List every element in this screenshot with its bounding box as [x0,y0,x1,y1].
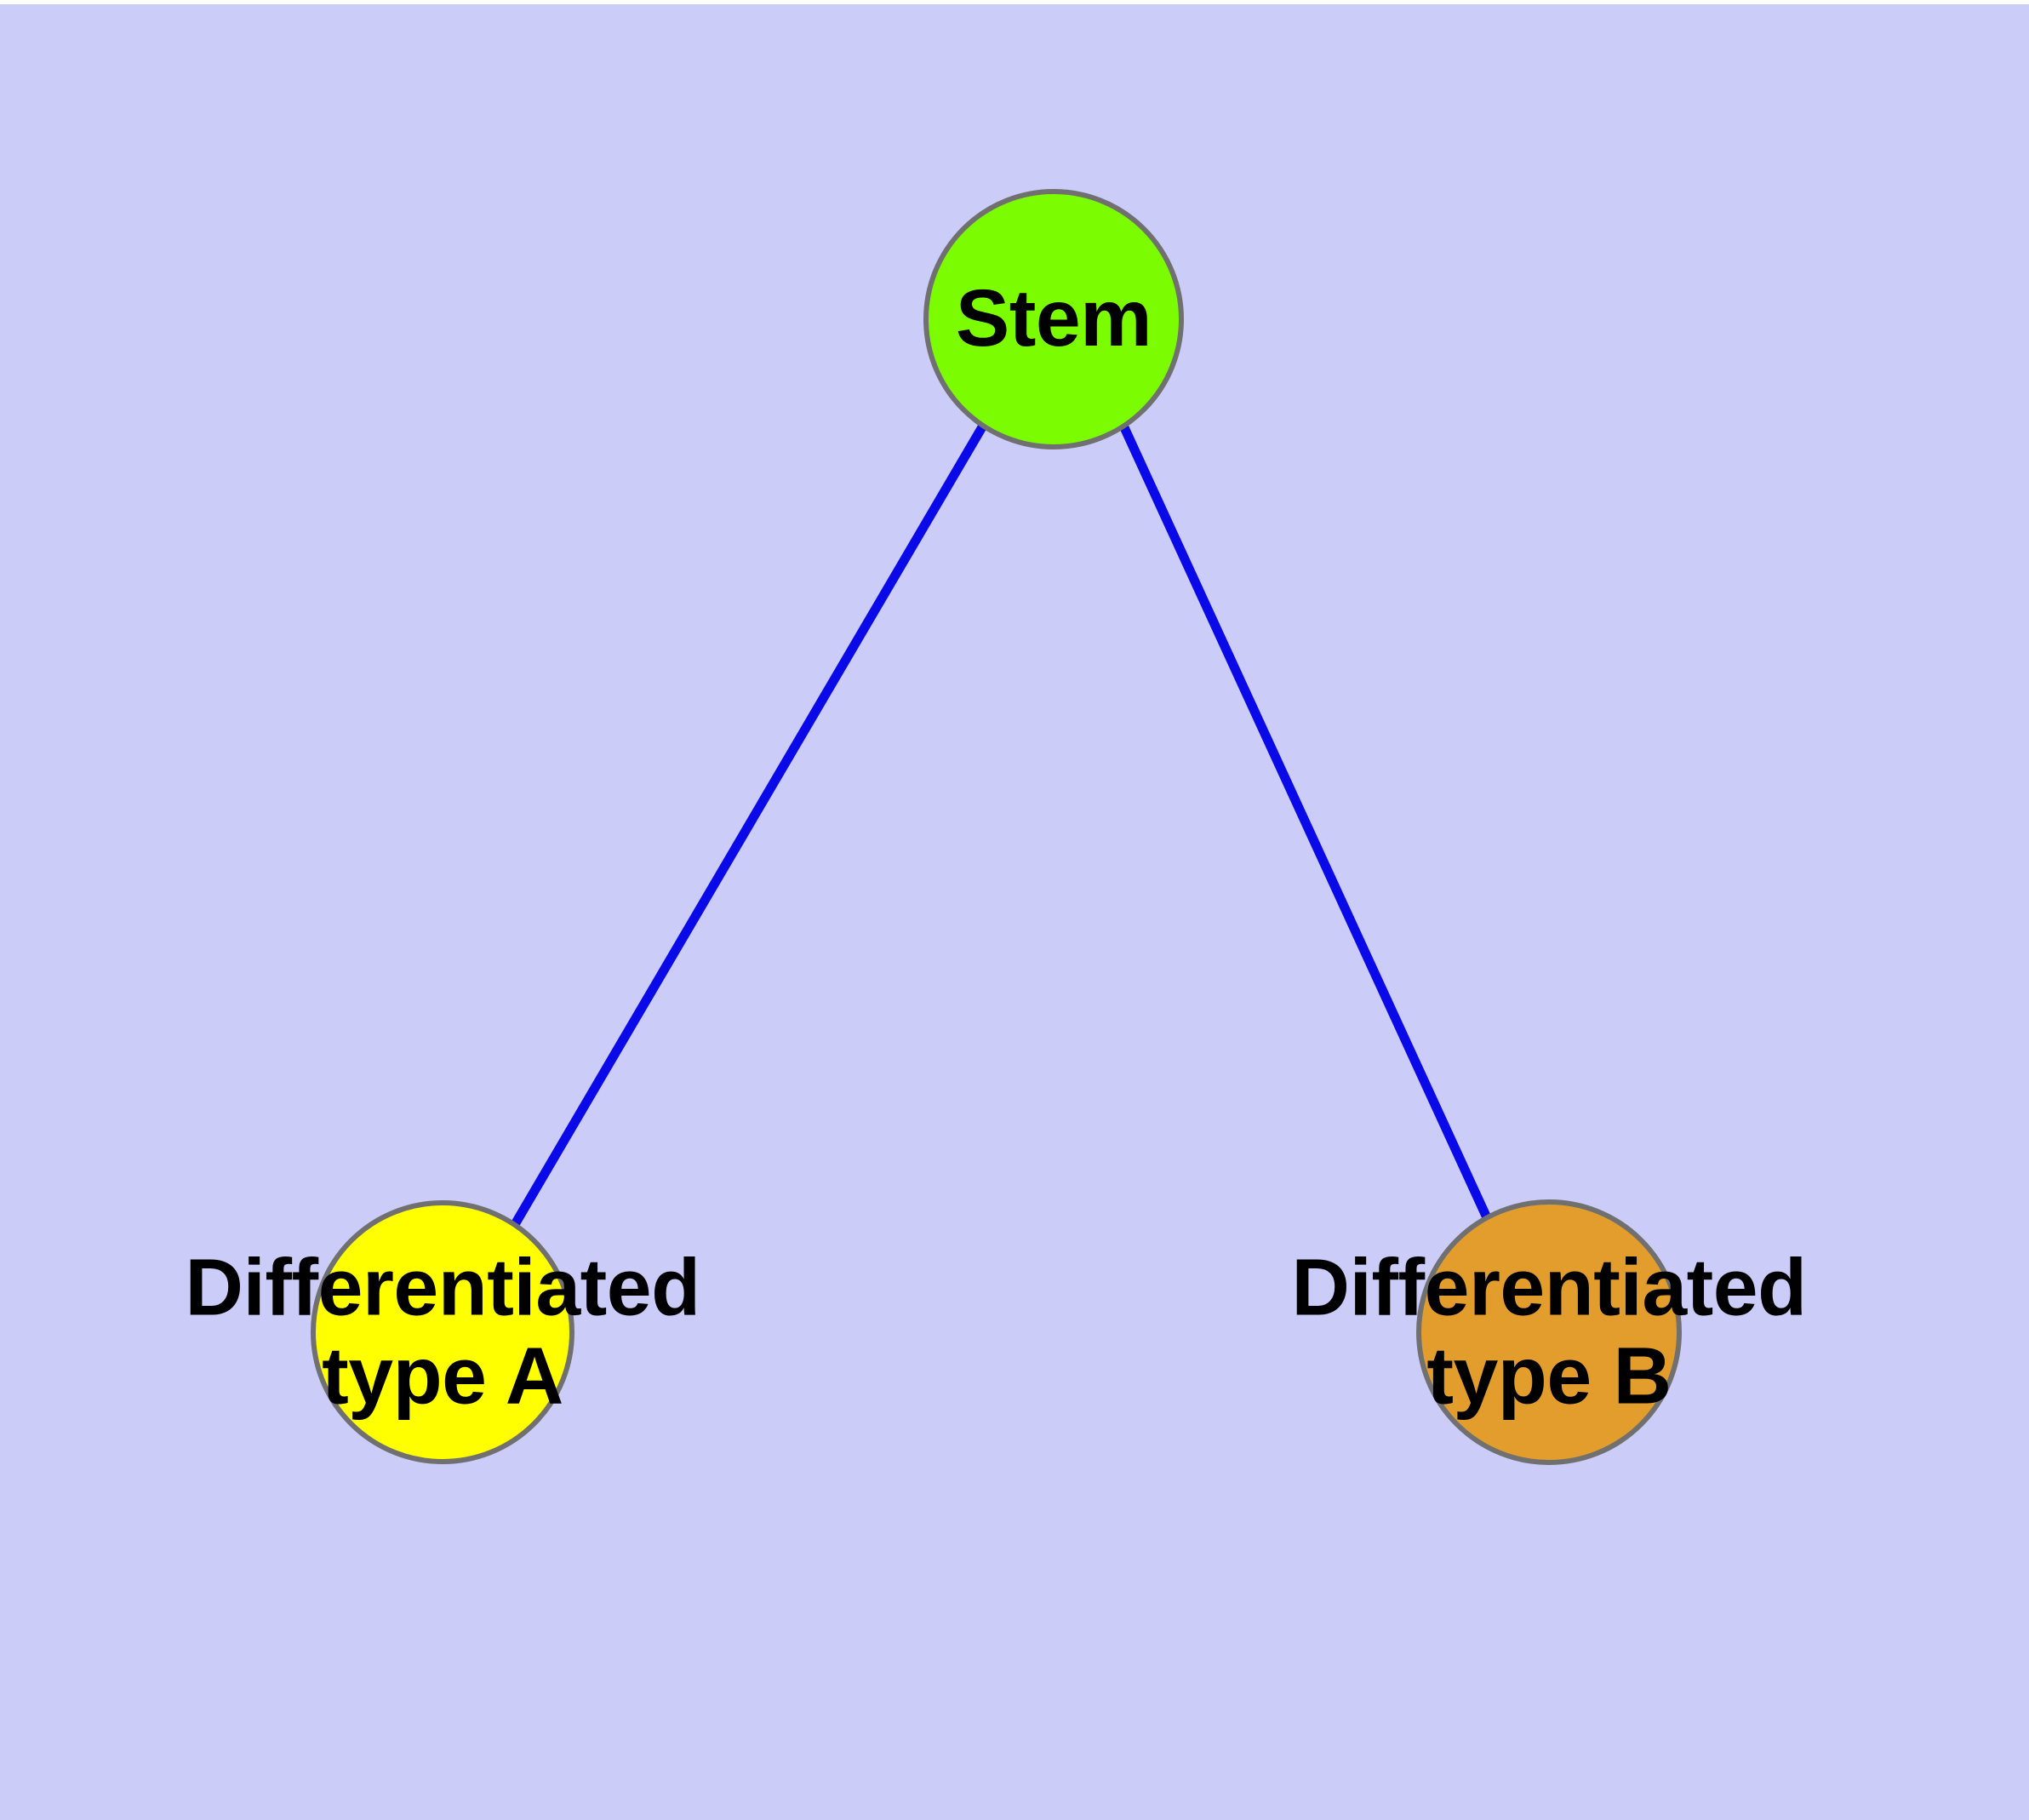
edges-layer [510,423,1494,1228]
graph-node-stem[interactable] [923,189,1184,449]
graph-node-diff-b[interactable] [1416,1199,1682,1465]
graph-node-diff-a[interactable] [311,1200,574,1464]
graph-edge[interactable] [1119,423,1494,1226]
graph-edge[interactable] [510,423,987,1228]
nodes-layer [311,189,1682,1465]
